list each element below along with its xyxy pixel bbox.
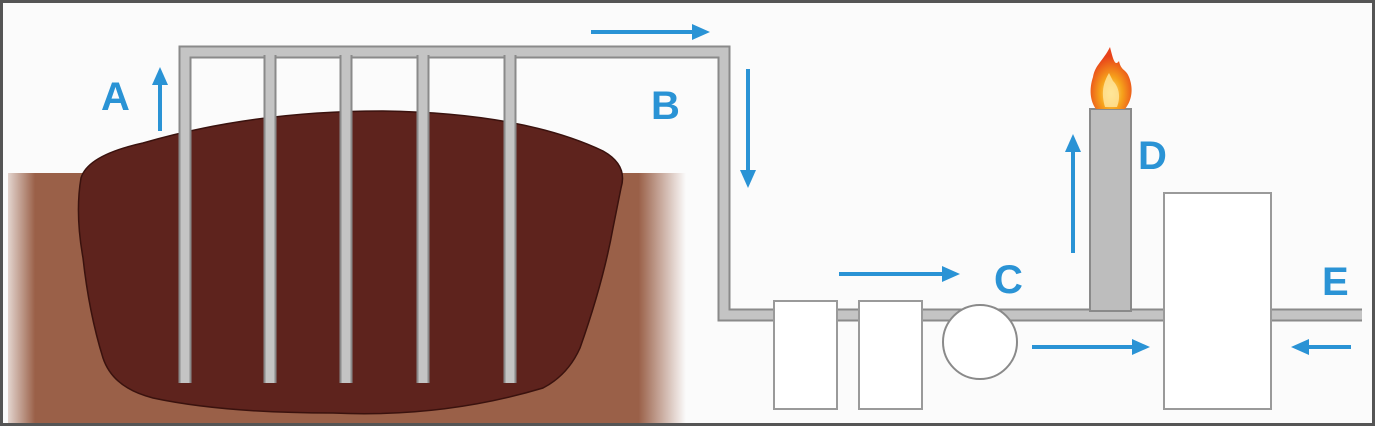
label-d: D [1138,134,1167,178]
collection-pipe-network [178,45,1362,383]
arrow-down-b [740,69,756,188]
arrow-right-c [839,266,960,282]
flare-stack [1089,108,1132,312]
extraction-wells [263,55,517,383]
blower [942,304,1018,380]
label-a: A [101,75,130,119]
label-b: B [651,84,680,128]
knockout-tank-1 [773,300,838,410]
knockout-tank-2 [858,300,923,410]
arrow-up-d [1065,134,1081,253]
label-e: E [1322,260,1349,304]
diagram-canvas: A B C D E [8,24,1362,423]
arrow-up-a [152,67,168,131]
energy-plant [1163,192,1272,410]
arrow-left-e [1291,339,1351,355]
arrow-right-to-plant [1032,339,1150,355]
arrow-right-b-top [591,24,710,40]
label-c: C [994,258,1023,302]
flow-arrows [152,24,1351,355]
flame-icon [1090,47,1132,109]
